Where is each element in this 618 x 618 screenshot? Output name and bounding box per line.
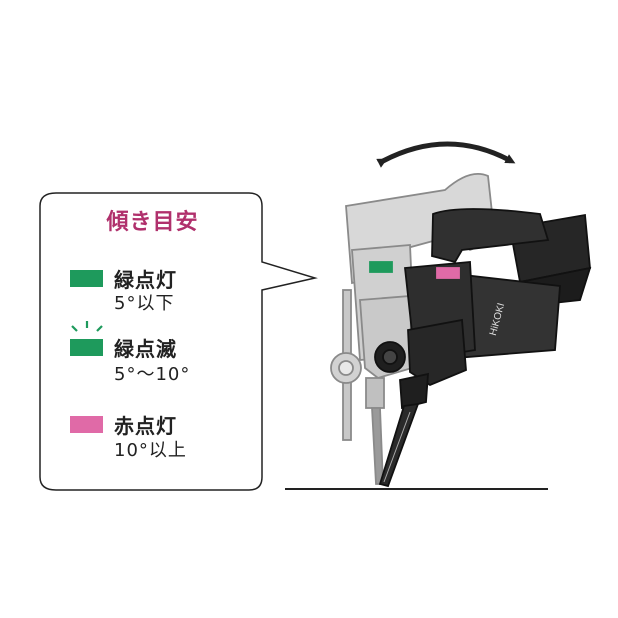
legend-item-label: 赤点灯 [114, 414, 177, 438]
legend-title: 傾き目安 [106, 210, 199, 235]
legend-item-range: 10°以上 [114, 440, 187, 461]
legend-item-label: 緑点滅 [114, 337, 177, 361]
tool-upright-ghost [330, 172, 496, 485]
legend-item-range: 5°～10° [114, 364, 191, 385]
pink-solid-swatch [70, 416, 103, 433]
tilt-swing-arrow [376, 141, 516, 168]
legend-item-range: 5°以下 [114, 293, 175, 314]
blink-rays-icon [71, 321, 103, 332]
green-blinking-swatch [70, 339, 103, 356]
tool-tilted: HiKOKI [374, 208, 592, 488]
legend-item-label: 緑点灯 [114, 268, 177, 292]
legend-callout-bubble [39, 192, 318, 491]
green-solid-swatch [70, 270, 103, 287]
